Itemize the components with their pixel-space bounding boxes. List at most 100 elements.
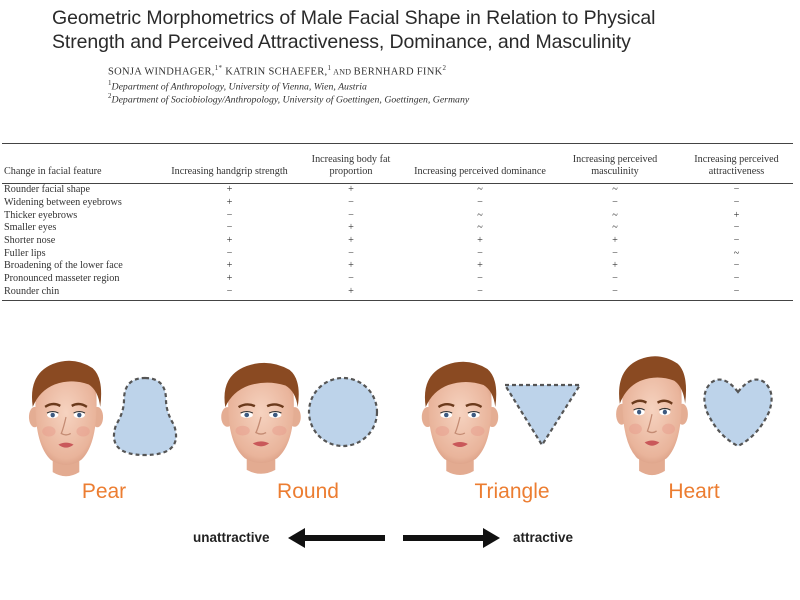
effect-cell: +	[612, 235, 618, 247]
heart-face-illustration	[614, 354, 690, 477]
effect-cell: −	[477, 197, 483, 209]
affiliation-2: 2Department of Sociobiology/Anthropology…	[108, 92, 469, 105]
affiliation-2-sup: 2	[108, 92, 112, 100]
affiliation-1: 1Department of Anthropology, University …	[108, 79, 367, 92]
author-3-sup: 2	[442, 64, 447, 72]
round-label: Round	[277, 480, 339, 503]
feature-name-cell: Smaller eyes	[4, 222, 57, 234]
effect-cell: +	[226, 197, 233, 209]
effect-cell: ~	[733, 247, 740, 259]
feature-name-cell: Widening between eyebrows	[4, 197, 122, 209]
affiliation-1-text: Department of Anthropology, University o…	[111, 81, 367, 93]
effect-cell: −	[612, 247, 618, 259]
author-1: SONJA WINDHAGER,	[108, 66, 215, 78]
and-word: AND	[331, 67, 354, 77]
effect-cell: −	[348, 273, 354, 285]
triangle-shape	[503, 383, 582, 448]
effect-cell: +	[612, 260, 618, 272]
feature-name-cell: Shorter nose	[4, 235, 56, 247]
round-shape	[307, 376, 379, 448]
paper-title-line-1: Geometric Morphometrics of Male Facial S…	[52, 7, 656, 29]
table-row: Smaller eyes − + ~ ~ −	[2, 222, 793, 235]
effect-cell: −	[477, 247, 483, 259]
effect-cell: +	[348, 260, 354, 272]
header-attractiveness: Increasing perceived attractiveness	[680, 143, 793, 184]
effect-cell: ~	[612, 222, 618, 234]
effect-cell: −	[226, 247, 233, 259]
table-row: Fuller lips−−−−~	[2, 247, 793, 260]
effect-cell: ~	[612, 209, 618, 221]
effect-cell: ~	[477, 184, 483, 196]
effect-cell: −	[612, 273, 618, 285]
effect-cell: −	[733, 184, 740, 196]
triangle-face-illustration	[420, 360, 500, 477]
effect-cell: −	[167, 285, 292, 302]
table-body: Rounder facial shape++~~−Widening betwee…	[2, 184, 793, 302]
effect-cell: +	[226, 260, 233, 272]
table-row: Shorter nose + + + + −	[2, 235, 793, 248]
effect-cell: +	[348, 222, 354, 234]
feature-name-cell: Pronounced masseter region	[4, 273, 120, 285]
effect-cell: +	[348, 184, 354, 196]
affiliation-1-sup: 1	[108, 79, 112, 87]
table-row: Rounder chin−+−−−	[2, 285, 793, 302]
attractive-label: attractive	[513, 530, 574, 545]
author-1-sup: 1*	[214, 64, 223, 72]
effect-cell: −	[348, 209, 354, 221]
effect-cell: −	[733, 222, 740, 234]
pear-label: Pear	[81, 480, 127, 503]
heart-label: Heart	[668, 480, 720, 503]
author-2-sup: 1	[327, 64, 332, 72]
effect-cell: +	[226, 273, 233, 285]
effect-cell: −	[550, 285, 680, 302]
effect-cell: +	[348, 235, 354, 247]
effect-cell: −	[733, 273, 740, 285]
effect-cell: −	[477, 273, 483, 285]
left-arrow	[288, 528, 385, 548]
table-row: Widening between eyebrows+−−−−	[2, 197, 793, 210]
author-list: SONJA WINDHAGER,1* KATRIN SCHAEFER,1 AND…	[108, 64, 446, 78]
effect-cell: +	[733, 209, 740, 221]
unattractive-label: unattractive	[193, 530, 270, 545]
heart-shape	[703, 378, 773, 448]
table-row: Thicker eyebrows−−~~+	[2, 209, 793, 222]
effect-cell: ~	[612, 184, 618, 196]
effect-cell: ~	[477, 209, 483, 221]
effect-cell: +	[477, 235, 483, 247]
effect-cell: +	[477, 260, 483, 272]
triangle-label: Triangle	[474, 480, 550, 503]
feature-name-cell: Fuller lips	[4, 247, 46, 259]
right-arrow	[403, 528, 500, 548]
header-feature: Change in facial feature	[2, 143, 167, 184]
affiliation-2-text: Department of Sociobiology/Anthropology,…	[111, 94, 470, 106]
table-row: Broadening of the lower face + + + + −	[2, 260, 793, 273]
header-bodyfat: Increasing body fat proportion	[292, 143, 410, 184]
effect-cell: ~	[477, 222, 483, 234]
table-row: Rounder facial shape + + ~ ~ −	[2, 184, 793, 197]
feature-name-cell: Broadening of the lower face	[4, 260, 123, 272]
table-row: Pronounced masseter region + − − − −	[2, 273, 793, 286]
header-dominance: Increasing perceived dominance	[410, 143, 550, 184]
author-3: BERNHARD FINK	[353, 66, 443, 78]
author-2: KATRIN SCHAEFER,	[222, 66, 328, 78]
paper-title-line-2: Strength and Perceived Attractiveness, D…	[52, 31, 631, 53]
feature-name-cell: Rounder chin	[2, 285, 167, 302]
effect-cell: −	[733, 260, 740, 272]
effect-cell: +	[292, 285, 410, 302]
effect-cell: +	[226, 184, 233, 196]
effect-cell: −	[733, 197, 740, 209]
effect-cell: −	[410, 285, 550, 302]
effect-cell: −	[226, 222, 233, 234]
paper-title: Geometric Morphometrics of Male Facial S…	[52, 6, 792, 54]
facial-feature-table: Change in facial feature Increasing hand…	[2, 143, 793, 302]
effect-cell: −	[226, 209, 233, 221]
round-face-illustration	[219, 361, 303, 475]
feature-name-cell: Rounder facial shape	[4, 184, 90, 196]
header-masculinity: Increasing perceived masculinity	[550, 143, 680, 184]
effect-cell: −	[612, 197, 618, 209]
table-header-row: Change in facial feature Increasing hand…	[2, 143, 793, 184]
effect-cell: +	[226, 235, 233, 247]
pear-shape	[112, 376, 178, 457]
effect-cell: −	[733, 235, 740, 247]
